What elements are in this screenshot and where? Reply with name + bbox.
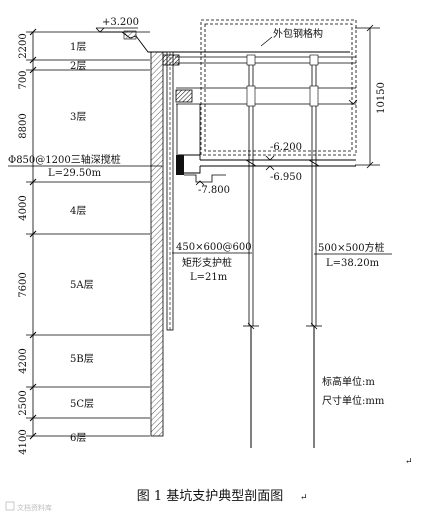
thickness-layer-1: 2200 [18,33,29,58]
bottom-slab [178,154,356,174]
thickness-layer-3: 8800 [18,113,29,138]
steel-lattice-label: 外包钢格构 [273,27,323,40]
steel-lattice-leader [260,36,273,47]
layer-name-5a: 5A层 [70,279,94,291]
watermark-text: 文档资料库 [17,503,52,512]
top-elevation-label: +3.200 [102,17,139,28]
thickness-layer-5b: 4200 [18,348,29,373]
slab-elevation-label: -6.200 [270,142,302,153]
steel-lattice-outline [200,19,357,156]
support-pile-name: 矩形支护桩 [182,256,232,269]
mixing-pile-length: L=29.50m [48,168,102,179]
paragraph-mark: ↵ [405,457,413,467]
layer-thickness-labels: 2200 700 8800 4000 7600 4200 2500 4100 [18,33,29,454]
slab-edge-block [176,155,184,175]
layer-name-2: 2层 [70,60,86,72]
second-strut [176,87,356,105]
caption-return-mark: ↵ [300,493,308,503]
elevation-marker-right [348,99,358,105]
layer-name-4: 4层 [70,205,86,217]
thickness-layer-4: 4000 [18,195,29,220]
figure-caption: 图 1 基坑支护典型剖面图 [137,489,284,504]
local-pit [184,174,226,183]
square-pile-length: L=38.20m [326,258,380,269]
pit-elevation-marker [195,180,205,186]
bottom-elevation-marker [265,165,275,171]
watermark: 文档资料库 [5,501,52,512]
layer-name-1: 1层 [70,41,86,53]
thickness-layer-6: 4100 [18,429,29,454]
watermark-logo-icon [5,501,15,511]
pit-elevation-label: -7.800 [198,185,230,196]
deep-mixing-wall [150,51,164,437]
top-elevation-marker [95,27,138,33]
layer-names: 1层 2层 3层 4层 5A层 5B层 5C层 6层 [70,41,94,444]
mixing-pile-spec: Φ850@1200三轴深搅桩 [8,153,121,166]
support-pile-spec: 450×600@600 [176,242,252,253]
pile-strut-joints [246,54,319,107]
layer-name-5b: 5B层 [70,353,94,365]
layer-name-5c: 5C层 [70,398,94,410]
layer-dimension-chain [26,28,150,440]
dimension-unit-note: 尺寸单位:mm [322,394,385,407]
layer-name-3: 3层 [70,111,86,123]
top-strut [175,56,356,64]
waler-beam [175,89,193,103]
square-pile-spec: 500×500方桩 [318,241,385,254]
support-pile-length: L=21m [190,272,228,283]
crown-beam [162,54,180,66]
elevation-unit-note: 标高单位:m [322,375,375,388]
thickness-layer-5c: 2500 [18,390,29,415]
bottom-elevation-label: -6.950 [270,172,302,183]
thickness-layer-2: 700 [18,70,29,89]
ground-bank [123,30,137,40]
right-dimension [355,24,380,169]
column-pile-1 [243,60,259,448]
right-dimension-label: 10150 [376,82,387,114]
thickness-layer-5a: 7600 [18,272,29,297]
layer-name-6: 6层 [70,432,86,444]
slab-elevation-marker [265,155,275,161]
